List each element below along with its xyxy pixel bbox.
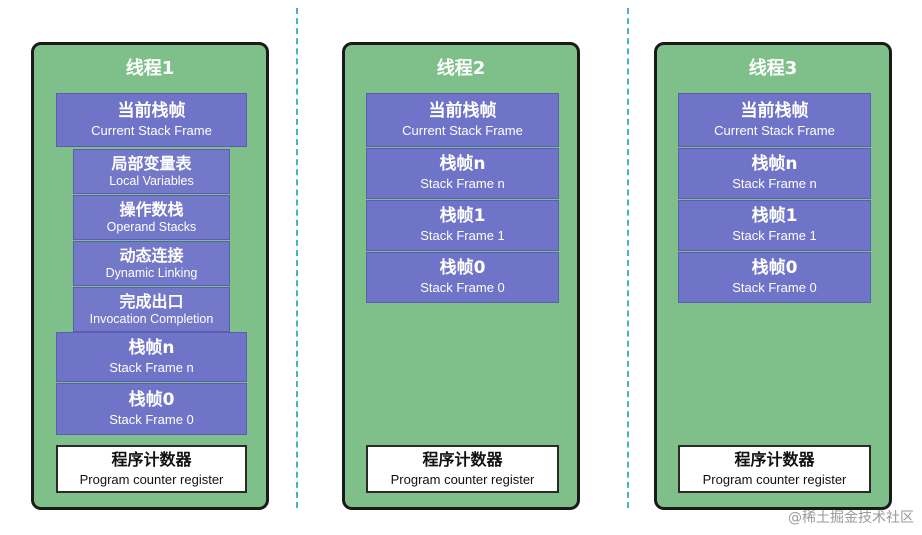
frame-label-en: Stack Frame n xyxy=(109,359,194,375)
operand-stacks: 操作数栈 Operand Stacks xyxy=(73,195,230,240)
frame-label-zh: 栈帧1 xyxy=(751,206,798,226)
stack-frame-n: 栈帧n Stack Frame n xyxy=(678,148,871,199)
watermark: @稀土掘金技术社区 xyxy=(788,510,914,526)
sub-label-en: Invocation Completion xyxy=(89,312,214,326)
pc-label-zh: 程序计数器 xyxy=(734,450,815,469)
local-variables: 局部变量表 Local Variables xyxy=(73,149,230,194)
frame-label-en: Current Stack Frame xyxy=(91,122,212,138)
sub-label-zh: 完成出口 xyxy=(119,292,184,311)
program-counter-register: 程序计数器 Program counter register xyxy=(678,445,871,493)
program-counter-register: 程序计数器 Program counter register xyxy=(366,445,559,493)
stack-frame-n: 栈帧n Stack Frame n xyxy=(366,148,559,199)
sub-label-en: Operand Stacks xyxy=(106,220,197,234)
sub-label-en: Local Variables xyxy=(109,174,194,188)
frame-label-zh: 当前栈帧 xyxy=(740,100,809,121)
frame-label-en: Stack Frame 1 xyxy=(420,228,505,243)
stack-frame-1: 栈帧1 Stack Frame 1 xyxy=(366,200,559,251)
frame-label-zh: 栈帧0 xyxy=(751,258,798,278)
frame-label-zh: 栈帧n xyxy=(751,154,798,174)
frame-label-en: Stack Frame n xyxy=(420,176,505,191)
sub-label-zh: 局部变量表 xyxy=(111,154,192,173)
stack-frame-n: 栈帧n Stack Frame n xyxy=(56,332,247,382)
invocation-completion: 完成出口 Invocation Completion xyxy=(73,287,230,332)
frame-label-zh: 栈帧n xyxy=(128,337,175,358)
frame-label-zh: 栈帧n xyxy=(439,154,486,174)
pc-label-en: Program counter register xyxy=(702,472,847,487)
pc-label-en: Program counter register xyxy=(390,472,535,487)
stack-frame-0: 栈帧0 Stack Frame 0 xyxy=(366,252,559,303)
frame-label-zh: 栈帧0 xyxy=(128,389,175,410)
frame-label-zh: 当前栈帧 xyxy=(428,100,497,121)
current-stack-frame: 当前栈帧 Current Stack Frame xyxy=(56,93,247,147)
current-stack-frame: 当前栈帧 Current Stack Frame xyxy=(366,93,559,147)
frame-label-en: Current Stack Frame xyxy=(402,122,523,138)
sub-label-en: Dynamic Linking xyxy=(105,266,198,280)
thread-3-title: 线程3 xyxy=(748,58,798,79)
stack-frame-1: 栈帧1 Stack Frame 1 xyxy=(678,200,871,251)
thread-1-panel: 线程1 当前栈帧 Current Stack Frame 局部变量表 Local… xyxy=(31,42,269,510)
frame-label-en: Current Stack Frame xyxy=(714,122,835,138)
frame-label-en: Stack Frame 0 xyxy=(109,411,194,427)
frame-label-zh: 栈帧0 xyxy=(439,258,486,278)
divider-line xyxy=(627,8,629,508)
sub-label-zh: 动态连接 xyxy=(119,246,184,265)
sub-label-zh: 操作数栈 xyxy=(119,200,184,219)
program-counter-register: 程序计数器 Program counter register xyxy=(56,445,247,493)
frame-label-zh: 栈帧1 xyxy=(439,206,486,226)
frame-label-en: Stack Frame 1 xyxy=(732,228,817,243)
divider-line xyxy=(296,8,298,508)
frame-label-en: Stack Frame 0 xyxy=(420,280,505,295)
pc-label-zh: 程序计数器 xyxy=(111,450,192,469)
frame-label-en: Stack Frame n xyxy=(732,176,817,191)
stack-frame-0: 栈帧0 Stack Frame 0 xyxy=(678,252,871,303)
thread-2-title: 线程2 xyxy=(436,58,486,79)
stack-frame-0: 栈帧0 Stack Frame 0 xyxy=(56,383,247,435)
thread-2-panel: 线程2 当前栈帧 Current Stack Frame 栈帧n Stack F… xyxy=(342,42,580,510)
current-stack-frame: 当前栈帧 Current Stack Frame xyxy=(678,93,871,147)
dynamic-linking: 动态连接 Dynamic Linking xyxy=(73,241,230,286)
frame-label-zh: 当前栈帧 xyxy=(117,100,186,121)
pc-label-en: Program counter register xyxy=(79,472,224,487)
pc-label-zh: 程序计数器 xyxy=(422,450,503,469)
frame-label-en: Stack Frame 0 xyxy=(732,280,817,295)
thread-1-title: 线程1 xyxy=(125,58,175,79)
thread-3-panel: 线程3 当前栈帧 Current Stack Frame 栈帧n Stack F… xyxy=(654,42,892,510)
